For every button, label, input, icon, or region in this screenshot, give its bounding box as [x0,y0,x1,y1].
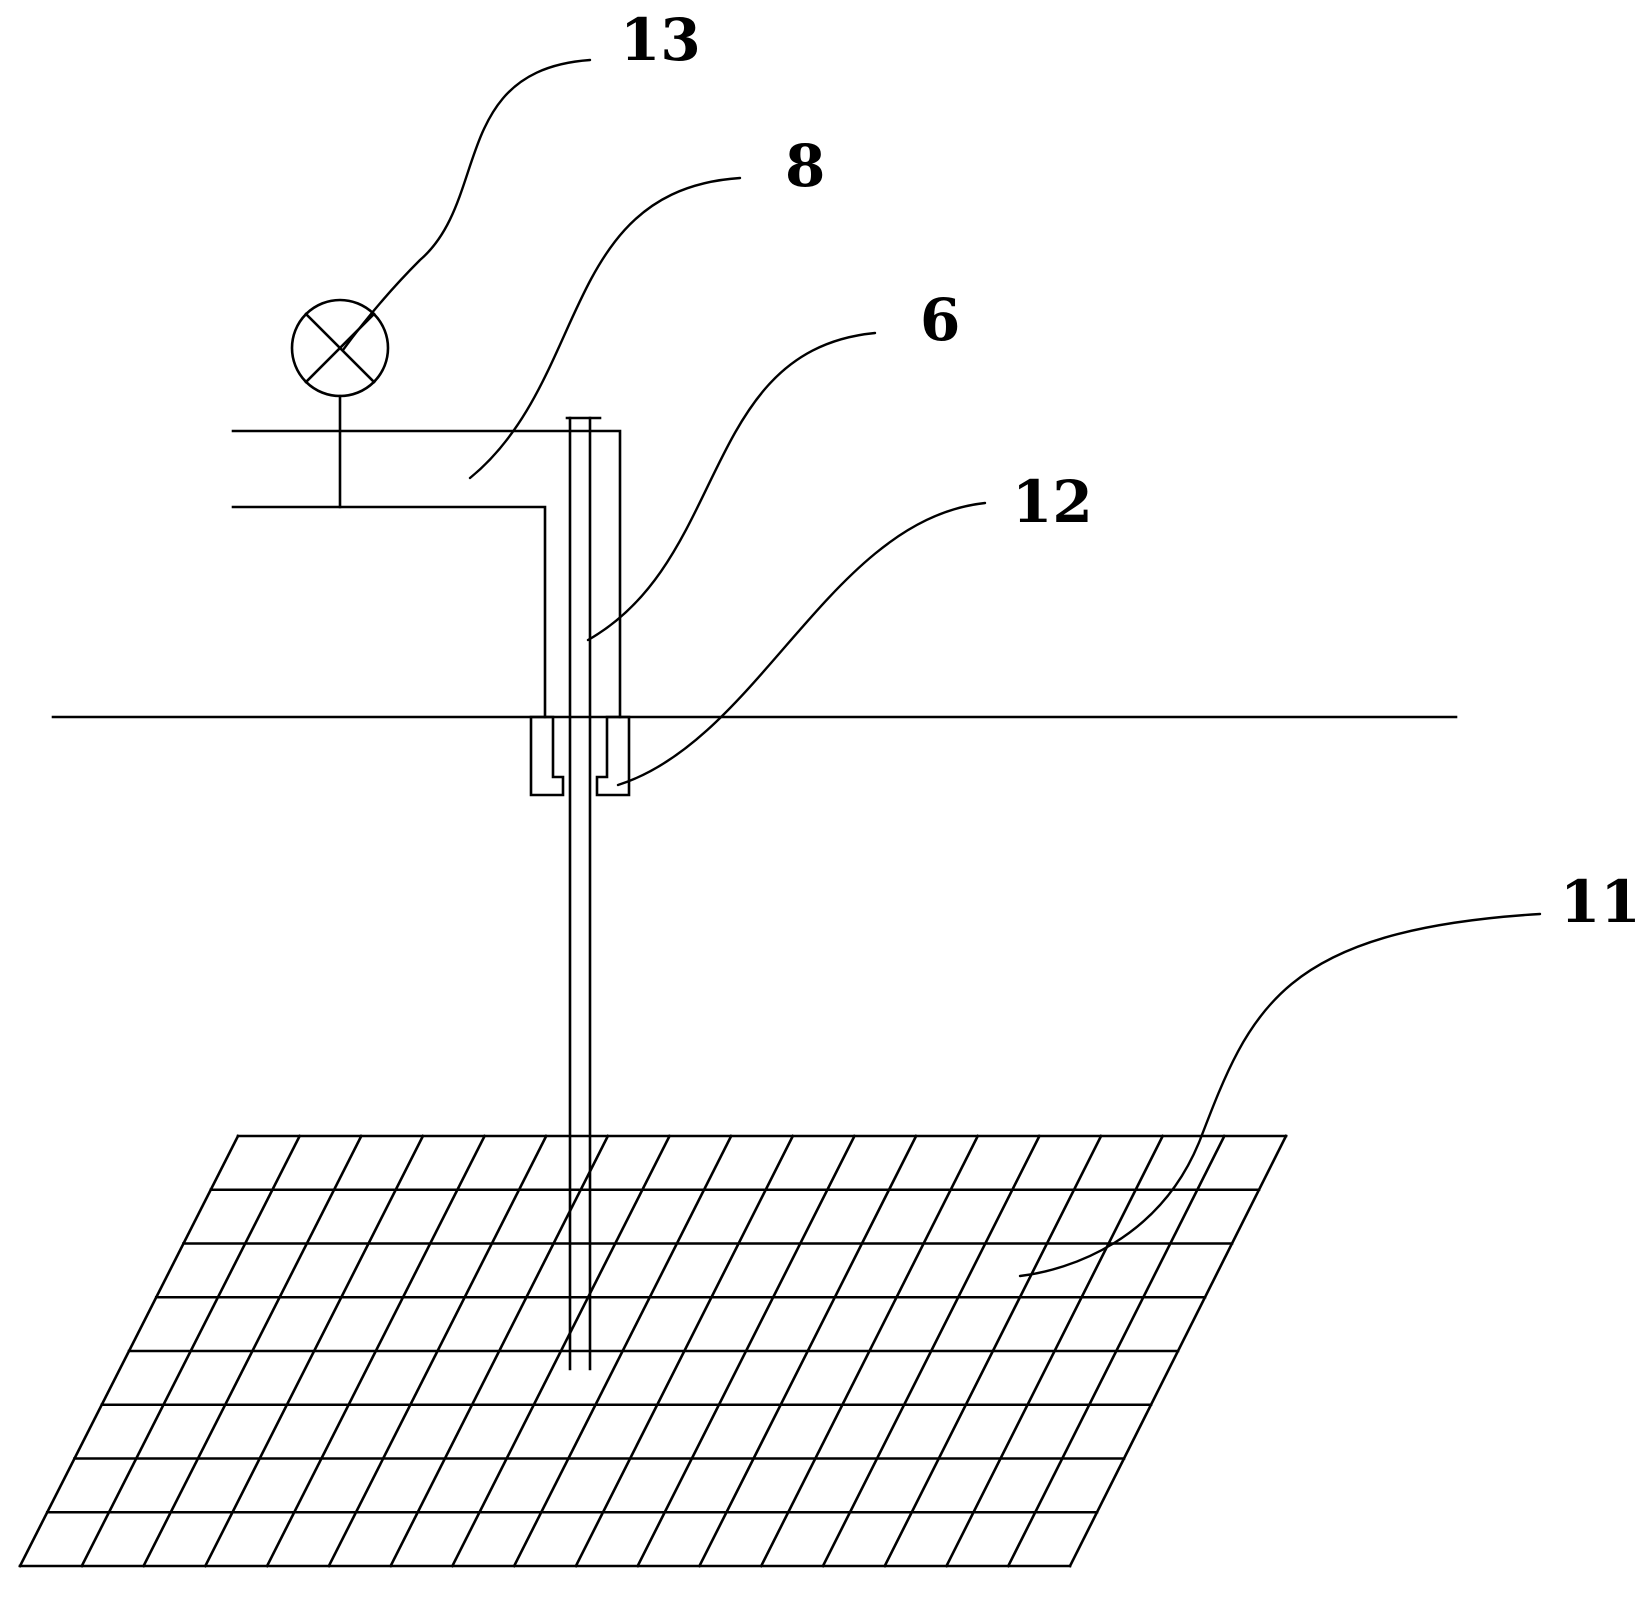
gauge-cross-b [304,312,376,384]
leader-6 [586,331,877,642]
mesh-column-line [1068,1134,1288,1568]
mesh-column-line [141,1134,364,1568]
mesh-column-line [512,1134,733,1568]
collar-left-bracket [529,715,565,797]
mesh-column-line [265,1134,487,1568]
mesh-column-line [821,1134,1042,1568]
mesh-column-line [759,1134,980,1568]
pipe-upper-wall [231,429,622,719]
mesh-column-line [327,1134,548,1568]
mesh-column-line [882,1134,1103,1568]
pipe-lower-wall [231,505,547,719]
mesh-column-line [1006,1134,1227,1568]
label-12: 12 [1012,468,1093,536]
mesh-column-line [18,1134,240,1568]
collar-right-bracket [595,715,631,797]
mesh-column-line [574,1134,795,1568]
mesh-column-line [80,1134,302,1568]
leader-12 [616,501,987,787]
label-6: 6 [920,286,960,354]
mesh-column-line [450,1134,672,1568]
mesh-column-line [203,1134,425,1568]
label-11: 11 [1560,868,1641,936]
mesh-column-line [697,1134,918,1568]
label-8: 8 [785,132,825,200]
mesh-column-line [944,1134,1165,1568]
mesh-column-line [388,1134,610,1568]
leader-13 [341,58,592,352]
leader-11 [1018,912,1542,1278]
mesh-column-line [635,1134,857,1568]
leader-8 [468,176,742,480]
mesh-grid [18,1134,1288,1568]
label-13: 13 [620,6,701,74]
